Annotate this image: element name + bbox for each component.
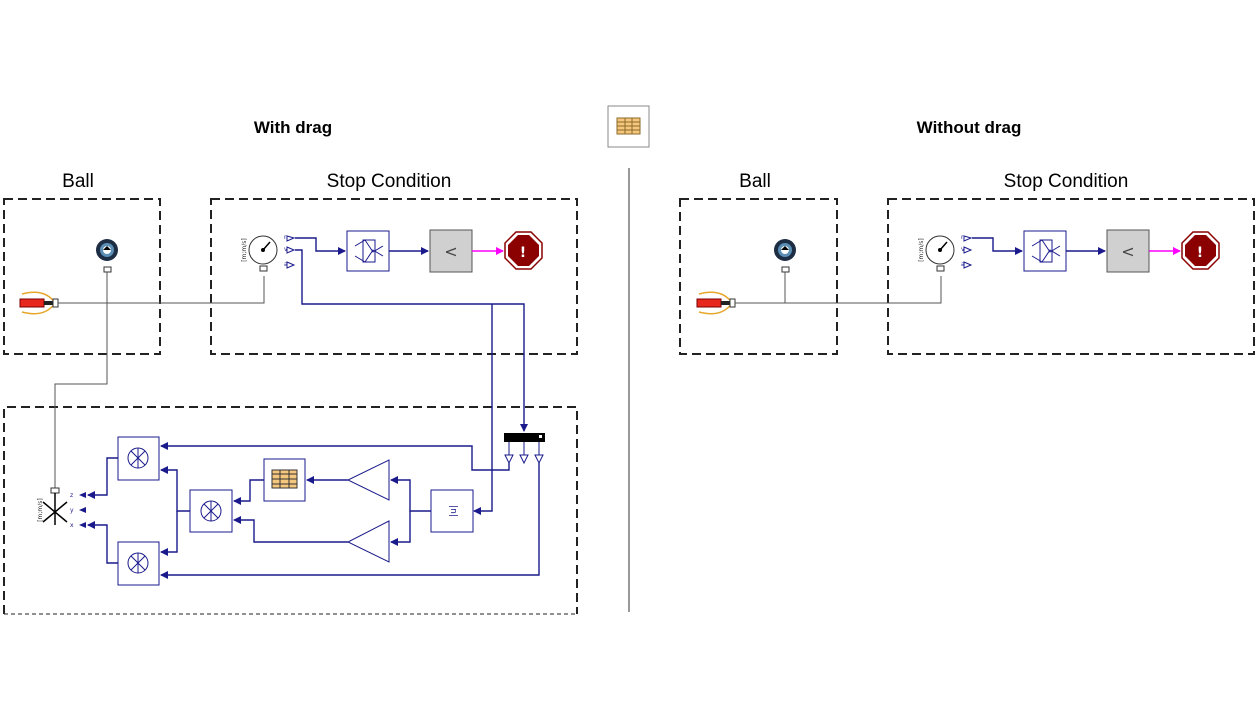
table-icon[interactable]: [607, 105, 650, 148]
relational-operator-block-right[interactable]: <: [1106, 229, 1150, 273]
axis-z-label: z: [70, 492, 73, 499]
axis-x-label: x: [70, 522, 74, 529]
product-icon-1[interactable]: [117, 436, 160, 481]
product-icon-2[interactable]: [189, 489, 233, 533]
ball-group-label-right: Ball: [739, 171, 771, 192]
relational-operator-label-right: <: [1121, 242, 1134, 261]
switch-icon-right[interactable]: [1023, 230, 1067, 272]
stop-icon-right[interactable]: !: [1181, 231, 1220, 270]
sensor-text-right: [m;m/s]: [918, 238, 925, 262]
gain-icon-1[interactable]: [346, 459, 390, 501]
ball-group-right: [679, 198, 838, 355]
sensor-text: [m;m/s]: [241, 238, 248, 262]
wire-v-bus: [295, 249, 528, 432]
force-text: [m;m/s]: [37, 498, 44, 522]
ball-group-label-left: Ball: [62, 171, 94, 192]
wire-prod2-prod3: [160, 511, 178, 556]
switch-icon[interactable]: [346, 230, 390, 272]
ball-body-icon-right[interactable]: [774, 239, 796, 273]
product-icon-3[interactable]: [117, 541, 160, 586]
frame-wire-right: [735, 276, 942, 304]
drag-group: [3, 406, 578, 614]
port-a-label: a: [284, 261, 288, 268]
wire-prod3-force: [87, 521, 118, 564]
wire-gain2-prod2: [233, 516, 348, 543]
stop-icon[interactable]: !: [504, 231, 543, 270]
wire-bus-prod3: [160, 463, 540, 579]
sensor-icon[interactable]: [m;m/s] r v a: [241, 234, 296, 272]
norm-block-icon[interactable]: |u|: [430, 489, 474, 533]
with-drag-title: With drag: [254, 118, 332, 137]
stop-group-left: [210, 198, 578, 355]
svg-text:|u|: |u|: [449, 505, 459, 517]
wire-prod2-prod1: [160, 466, 190, 512]
stop-condition-label-right: Stop Condition: [1004, 171, 1129, 192]
booster-icon[interactable]: [19, 291, 59, 315]
wire-table-prod2: [233, 479, 264, 505]
relational-operator-block[interactable]: <: [429, 229, 473, 273]
force-icon[interactable]: [m;m/s] z y x: [37, 487, 86, 529]
wire-norm-gain1: [390, 476, 431, 512]
svg-text:!: !: [1197, 245, 1203, 261]
svg-text:!: !: [520, 245, 526, 261]
booster-icon-right[interactable]: [696, 291, 736, 315]
sensor-icon-right[interactable]: [m;m/s] r v a: [918, 234, 973, 272]
ball-group-left: [3, 198, 161, 355]
stop-condition-label-left: Stop Condition: [327, 171, 452, 192]
wire-r-switch-right: [972, 237, 1023, 255]
frame-wire-2: [54, 272, 108, 488]
wire-r-switch: [295, 237, 346, 255]
wire-v-norm: [473, 304, 493, 515]
wire-prod1-force: [87, 457, 118, 499]
wire-norm-gain2: [390, 511, 411, 546]
frame-wire-1: [58, 276, 265, 304]
wire-bus-prod1: [160, 442, 510, 471]
bus-icon[interactable]: [504, 433, 545, 465]
ball-body-icon[interactable]: [96, 239, 118, 273]
port-a-label-right: a: [961, 261, 965, 268]
port-v-label-right: v: [961, 246, 965, 253]
port-r-label-right: r: [961, 234, 964, 241]
stop-group-right: [887, 198, 1255, 355]
port-r-label: r: [284, 234, 287, 241]
relational-operator-label: <: [444, 242, 457, 261]
axis-y-label: y: [70, 507, 74, 514]
table-block-icon[interactable]: [263, 458, 306, 502]
without-drag-title: Without drag: [917, 118, 1022, 137]
gain-icon-2[interactable]: [346, 520, 390, 563]
port-v-label: v: [284, 246, 288, 253]
